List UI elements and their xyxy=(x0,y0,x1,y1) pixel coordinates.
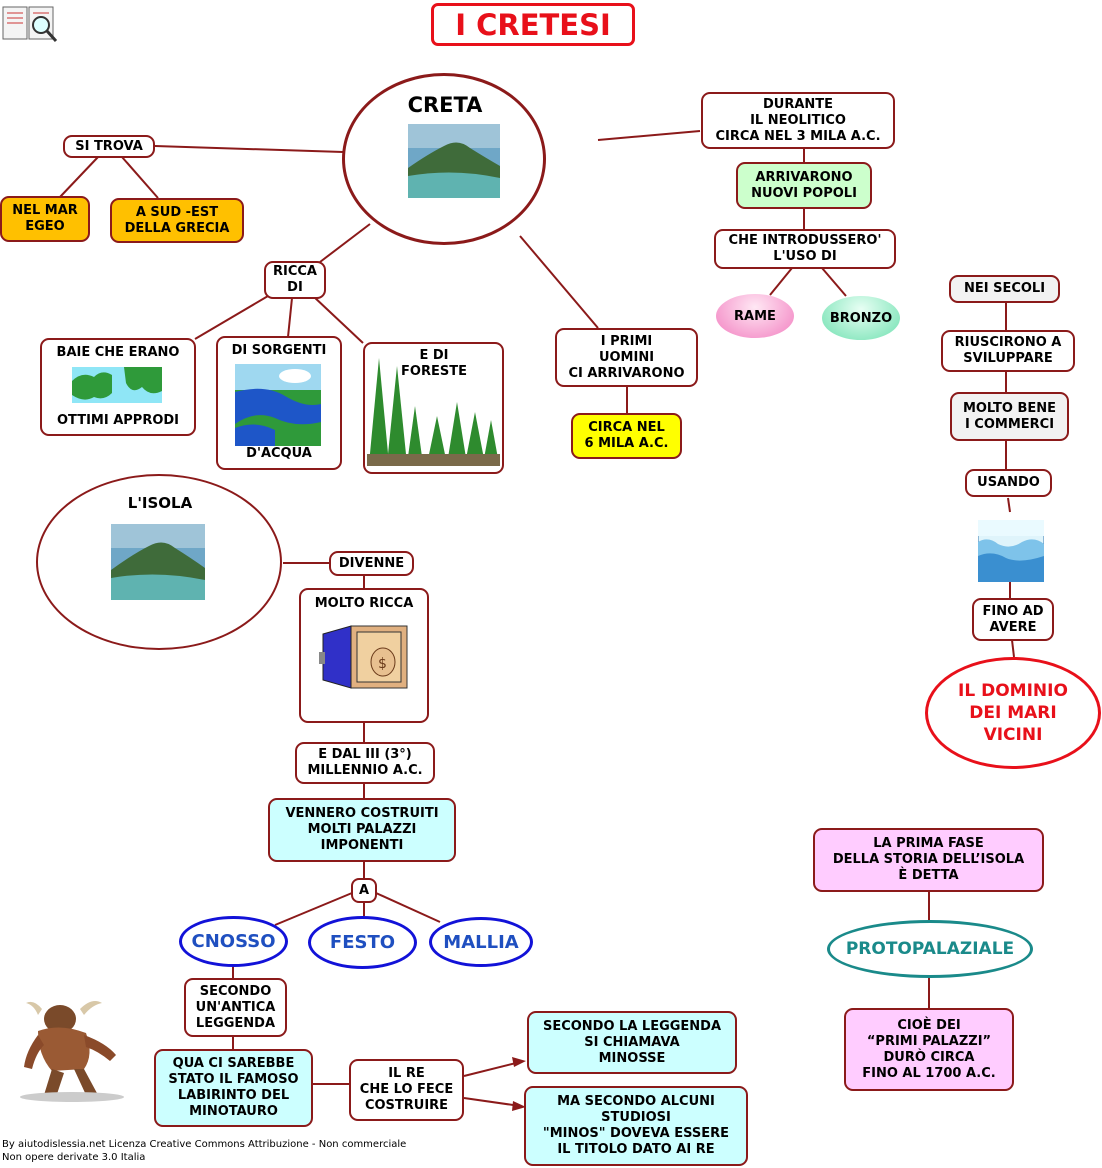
sorgenti-bottom-label: D'ACQUA xyxy=(246,446,312,461)
nei-secoli-box: NEI SECOLI xyxy=(949,275,1060,303)
palazzi-box: VENNERO COSTRUITI MOLTI PALAZZI IMPONENT… xyxy=(268,798,456,862)
usando-box: USANDO xyxy=(965,469,1052,497)
sorgenti-top-label: DI SORGENTI xyxy=(231,343,327,358)
baie-box xyxy=(40,338,196,436)
cnosso-ellipse: CNOSSO xyxy=(179,916,288,967)
il-re-box: IL RE CHE LO FECE COSTRUIRE xyxy=(349,1059,464,1121)
protopalaziale-ellipse: PROTOPALAZIALE xyxy=(827,920,1033,978)
rame-pill: RAME xyxy=(716,294,794,338)
isola-label: L'ISOLA xyxy=(127,494,193,512)
foreste-label: E DI FORESTE xyxy=(401,348,467,379)
prima-fase-box: LA PRIMA FASE DELLA STORIA DELL’ISOLA È … xyxy=(813,828,1044,892)
si-trova-box: SI TROVA xyxy=(63,135,155,158)
baie-bottom-label: OTTIMI APPRODI xyxy=(56,413,180,428)
festo-ellipse: FESTO xyxy=(308,916,417,969)
primi-uomini-box: I PRIMI UOMINI CI ARRIVARONO xyxy=(555,328,698,387)
baie-top-label: BAIE CHE ERANO xyxy=(56,345,180,360)
minotauro-box: QUA CI SAREBBE STATO IL FAMOSO LABIRINTO… xyxy=(154,1049,313,1127)
a-sud-est-box: A SUD -EST DELLA GRECIA xyxy=(110,198,244,243)
minotaur-picture xyxy=(20,1001,124,1102)
water-springs-icon xyxy=(235,364,321,446)
svg-text:$: $ xyxy=(378,656,387,672)
island-photo-2 xyxy=(111,524,205,600)
bay-map-icon xyxy=(72,367,162,403)
arrivarono-box: ARRIVARONO NUOVI POPOLI xyxy=(736,162,872,209)
license-footer: By aiutodislessia.net Licenza Creative C… xyxy=(2,1139,407,1163)
riuscirono-box: RIUSCIRONO A SVILUPPARE xyxy=(941,330,1075,372)
minosse-box: SECONDO LA LEGGENDA SI CHIAMAVA MINOSSE xyxy=(527,1011,737,1074)
dominio-ellipse: IL DOMINIO DEI MARI VICINI xyxy=(925,657,1101,769)
introdussero-box: CHE INTRODUSSERO' L'USO DI xyxy=(714,229,896,269)
sea-waves-photo xyxy=(978,520,1044,582)
millennio-box: E DAL III (3°) MILLENNIO A.C. xyxy=(295,742,435,784)
minos-box: MA SECONDO ALCUNI STUDIOSI "MINOS" DOVEV… xyxy=(524,1086,748,1166)
fino-ad-avere-box: FINO AD AVERE xyxy=(972,598,1054,641)
sei-mila-box: CIRCA NEL 6 MILA A.C. xyxy=(571,413,682,459)
molto-ricca-label: MOLTO RICCA xyxy=(314,596,414,611)
money-safe-icon: $ xyxy=(319,625,408,689)
antica-leggenda-box: SECONDO UN'ANTICA LEGGENDA xyxy=(184,978,287,1037)
page-title: I CRETESI xyxy=(431,3,635,46)
divenne-box: DIVENNE xyxy=(329,551,414,576)
book-magnifier-icon xyxy=(2,6,58,43)
neolitico-box: DURANTE IL NEOLITICO CIRCA NEL 3 MILA A.… xyxy=(701,92,895,149)
island-photo xyxy=(408,124,500,198)
forest-icon xyxy=(367,346,500,466)
commerci-box: MOLTO BENE I COMMERCI xyxy=(950,392,1069,441)
mallia-ellipse: MALLIA xyxy=(429,917,533,967)
a-connector-box: A xyxy=(351,878,377,903)
nel-mar-egeo-box: NEL MAR EGEO xyxy=(0,196,90,242)
creta-label: CRETA xyxy=(407,93,483,117)
ricca-di-box: RICCA DI xyxy=(264,261,326,299)
primi-palazzi-box: CIOÈ DEI “PRIMI PALAZZI” DURÒ CIRCA FINO… xyxy=(844,1008,1014,1091)
bronzo-pill: BRONZO xyxy=(822,296,900,340)
